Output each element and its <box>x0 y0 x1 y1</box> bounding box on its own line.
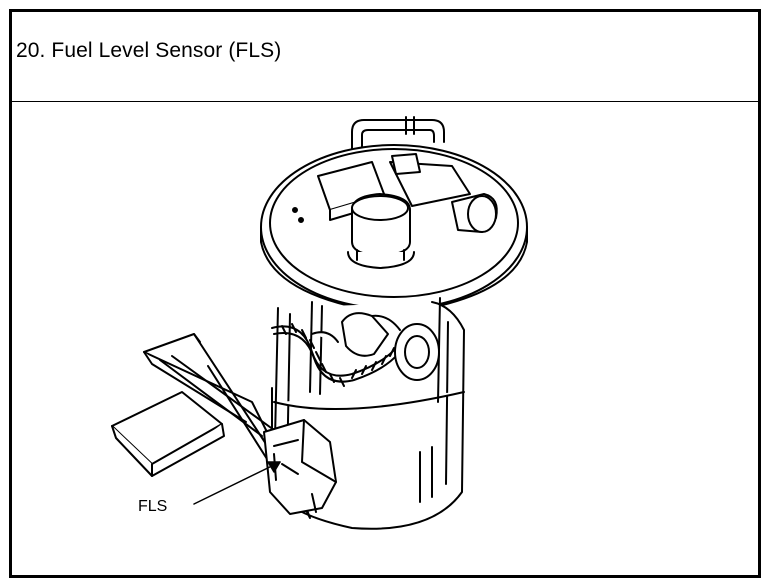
wire-harness <box>271 323 399 387</box>
callout-leader <box>193 461 281 505</box>
section-title: 20. Fuel Level Sensor (FLS) <box>16 39 282 62</box>
section-header: 20. Fuel Level Sensor (FLS) <box>12 12 758 102</box>
fls-callout-label: FLS <box>138 498 168 515</box>
fuel-tube <box>351 116 445 173</box>
fuel-pump-drawing <box>111 116 528 530</box>
fuel-pump-assembly-illustration: FLS <box>12 102 758 575</box>
document-frame: 20. Fuel Level Sensor (FLS) <box>9 9 761 578</box>
float <box>111 391 225 477</box>
fuel-level-sensor-unit <box>263 419 337 515</box>
inner-components <box>311 312 440 381</box>
center-cap <box>347 193 415 269</box>
